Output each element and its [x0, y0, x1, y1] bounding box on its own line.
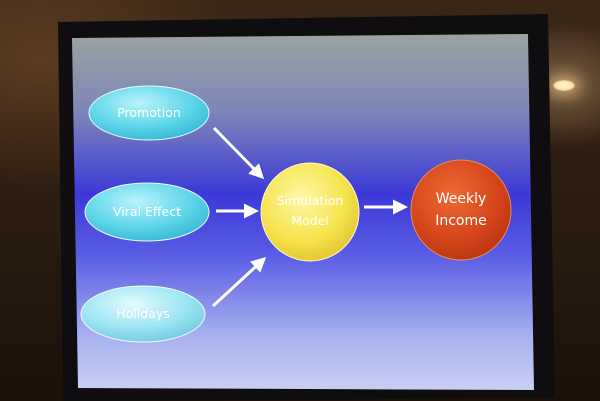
weekly-income-node	[410, 159, 512, 261]
ceiling-light	[553, 80, 575, 91]
viral-effect-label: Viral Effect	[113, 204, 181, 219]
arrow-promotion-to-model	[212, 126, 265, 180]
promotion-label: Promotion	[117, 105, 181, 120]
income-label-line2: Income	[435, 213, 487, 229]
income-label-line1: Weekly	[436, 191, 487, 207]
promotion-node	[88, 85, 210, 141]
simulation-label-line2: Model	[291, 213, 329, 228]
simulation-model-node	[260, 162, 360, 262]
viral-effect-node	[84, 182, 210, 242]
arrow-holidays-to-model	[211, 256, 267, 308]
holidays-label: Holidays	[116, 306, 170, 321]
holidays-node	[80, 285, 206, 343]
simulation-label-line1: Simulation	[277, 193, 344, 208]
